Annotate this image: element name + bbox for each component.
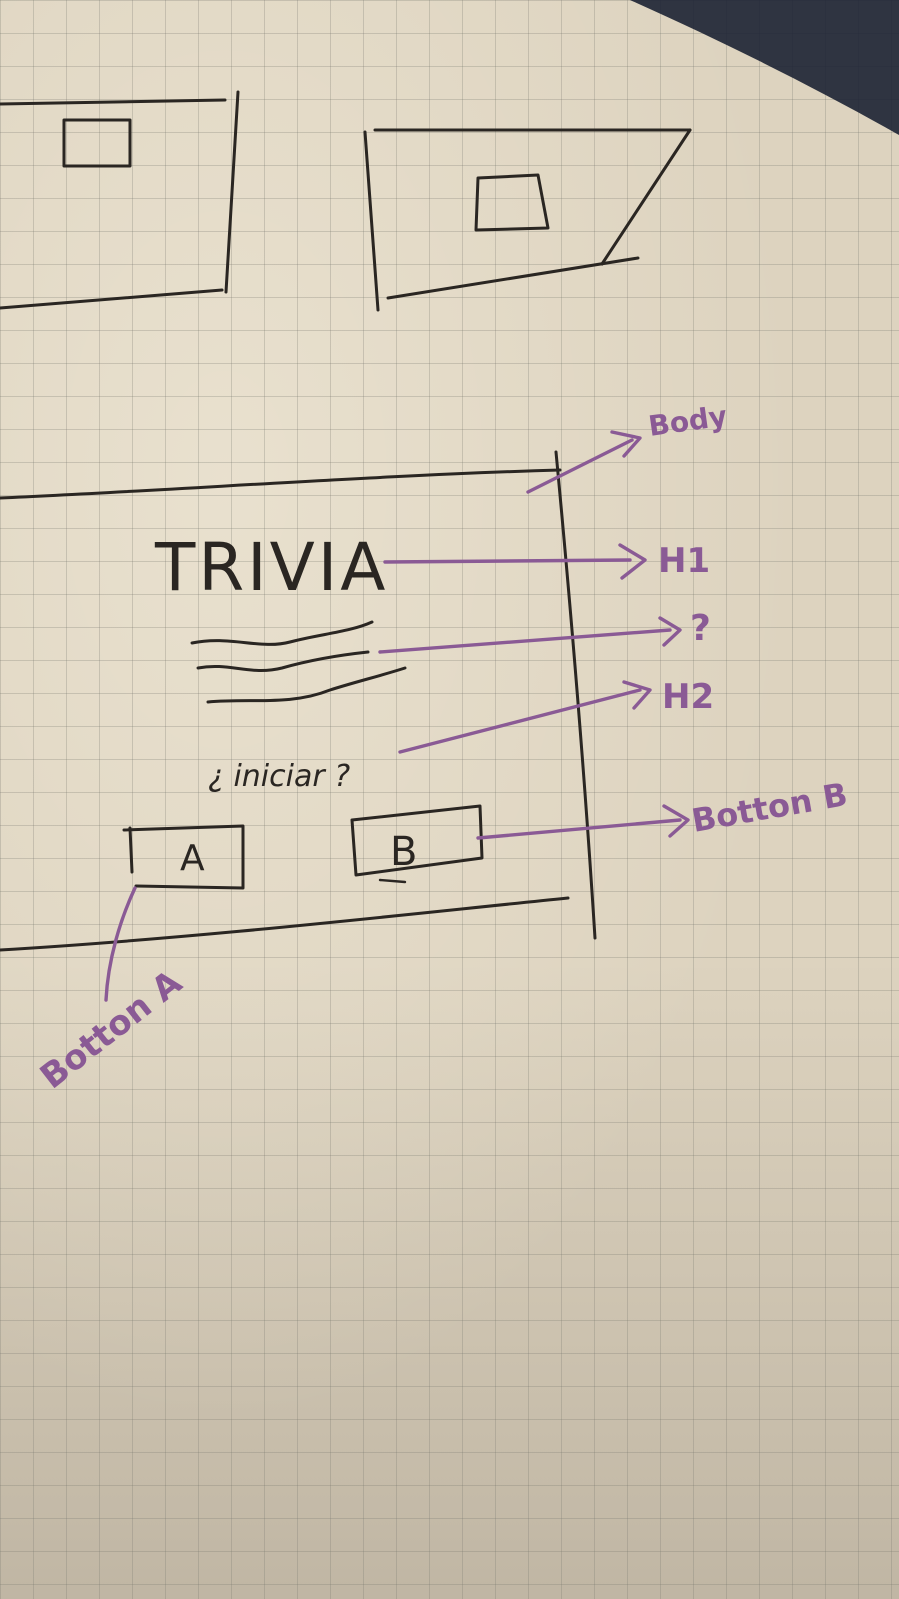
annotation-body: Body bbox=[646, 399, 729, 443]
annotation-question: ? bbox=[690, 608, 711, 649]
sketch-subtitle: ¿ iniciar ? bbox=[208, 759, 350, 794]
paragraph-squiggles bbox=[190, 620, 407, 704]
annotation-arrows bbox=[104, 430, 690, 1002]
screen-sketch-left bbox=[0, 90, 240, 310]
placeholder-box-icon bbox=[62, 118, 132, 168]
annotation-button-a: Botton A bbox=[33, 962, 190, 1097]
sketch-button-b: B bbox=[350, 804, 484, 884]
pen-shadow bbox=[630, 0, 899, 135]
main-wireframe bbox=[0, 450, 597, 952]
sketch-title: TRIVIA bbox=[154, 529, 388, 606]
button-a-label: A bbox=[180, 838, 205, 879]
placeholder-box-icon bbox=[474, 173, 550, 232]
sketch-button-a: A bbox=[122, 824, 245, 890]
annotation-h1: H1 bbox=[658, 541, 710, 581]
screen-sketch-right bbox=[363, 128, 692, 312]
annotation-button-b: Botton B bbox=[689, 775, 850, 840]
annotation-h2: H2 bbox=[662, 677, 714, 717]
button-b-label: B bbox=[390, 829, 417, 875]
